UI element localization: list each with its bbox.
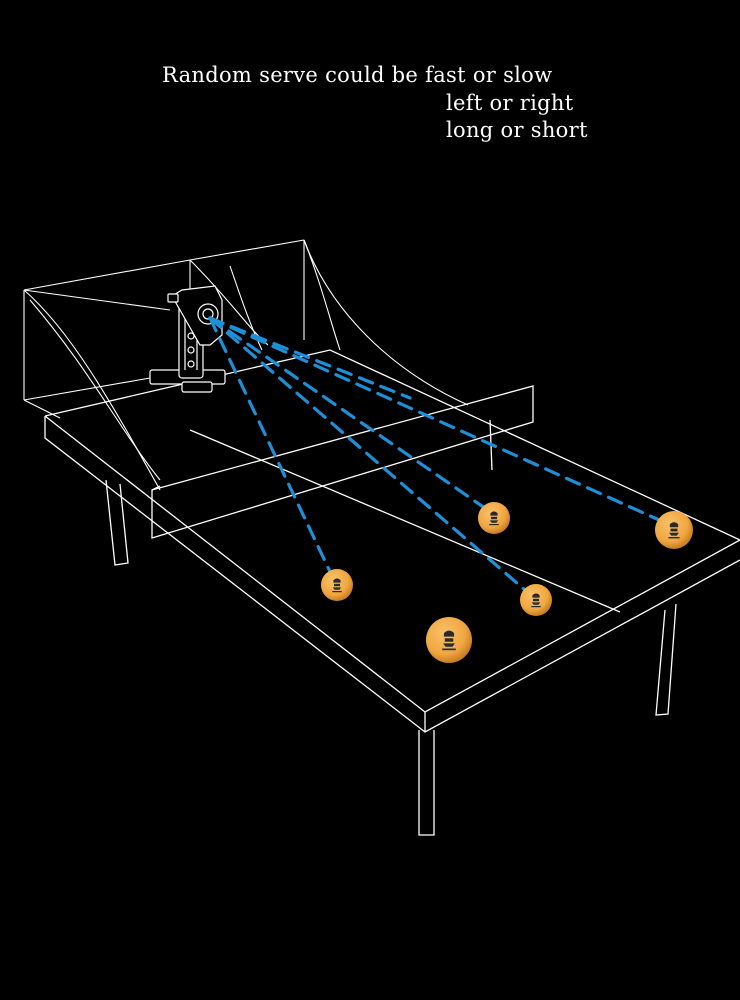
trajectory-to-ball-center: [208, 316, 494, 515]
ball-trajectories: [208, 316, 670, 598]
ping-pong-table: [44, 349, 740, 836]
table-net: [151, 385, 534, 539]
trajectory-to-ball-right: [208, 316, 670, 526]
ball-logo-icon: [668, 522, 680, 539]
ball-front: [426, 617, 472, 663]
ball-mid: [520, 584, 552, 616]
ball-right: [655, 511, 693, 549]
ping-pong-robot-icon: [149, 285, 226, 393]
catch-net: [23, 239, 469, 491]
ball-logo-icon: [332, 578, 342, 593]
caption-line-1: Random serve could be fast or slow: [162, 63, 553, 87]
caption-line-3: long or short: [446, 118, 588, 142]
ball-center: [478, 502, 510, 534]
trajectory-extra: [208, 316, 412, 400]
trajectory-to-ball-mid: [208, 316, 534, 598]
ball-left: [321, 569, 353, 601]
caption-line-2: left or right: [446, 91, 574, 115]
ball-logo-icon: [489, 511, 499, 526]
ball-logo-icon: [442, 630, 456, 651]
trajectory-to-ball-left: [208, 316, 335, 580]
ball-logo-icon: [531, 593, 541, 608]
